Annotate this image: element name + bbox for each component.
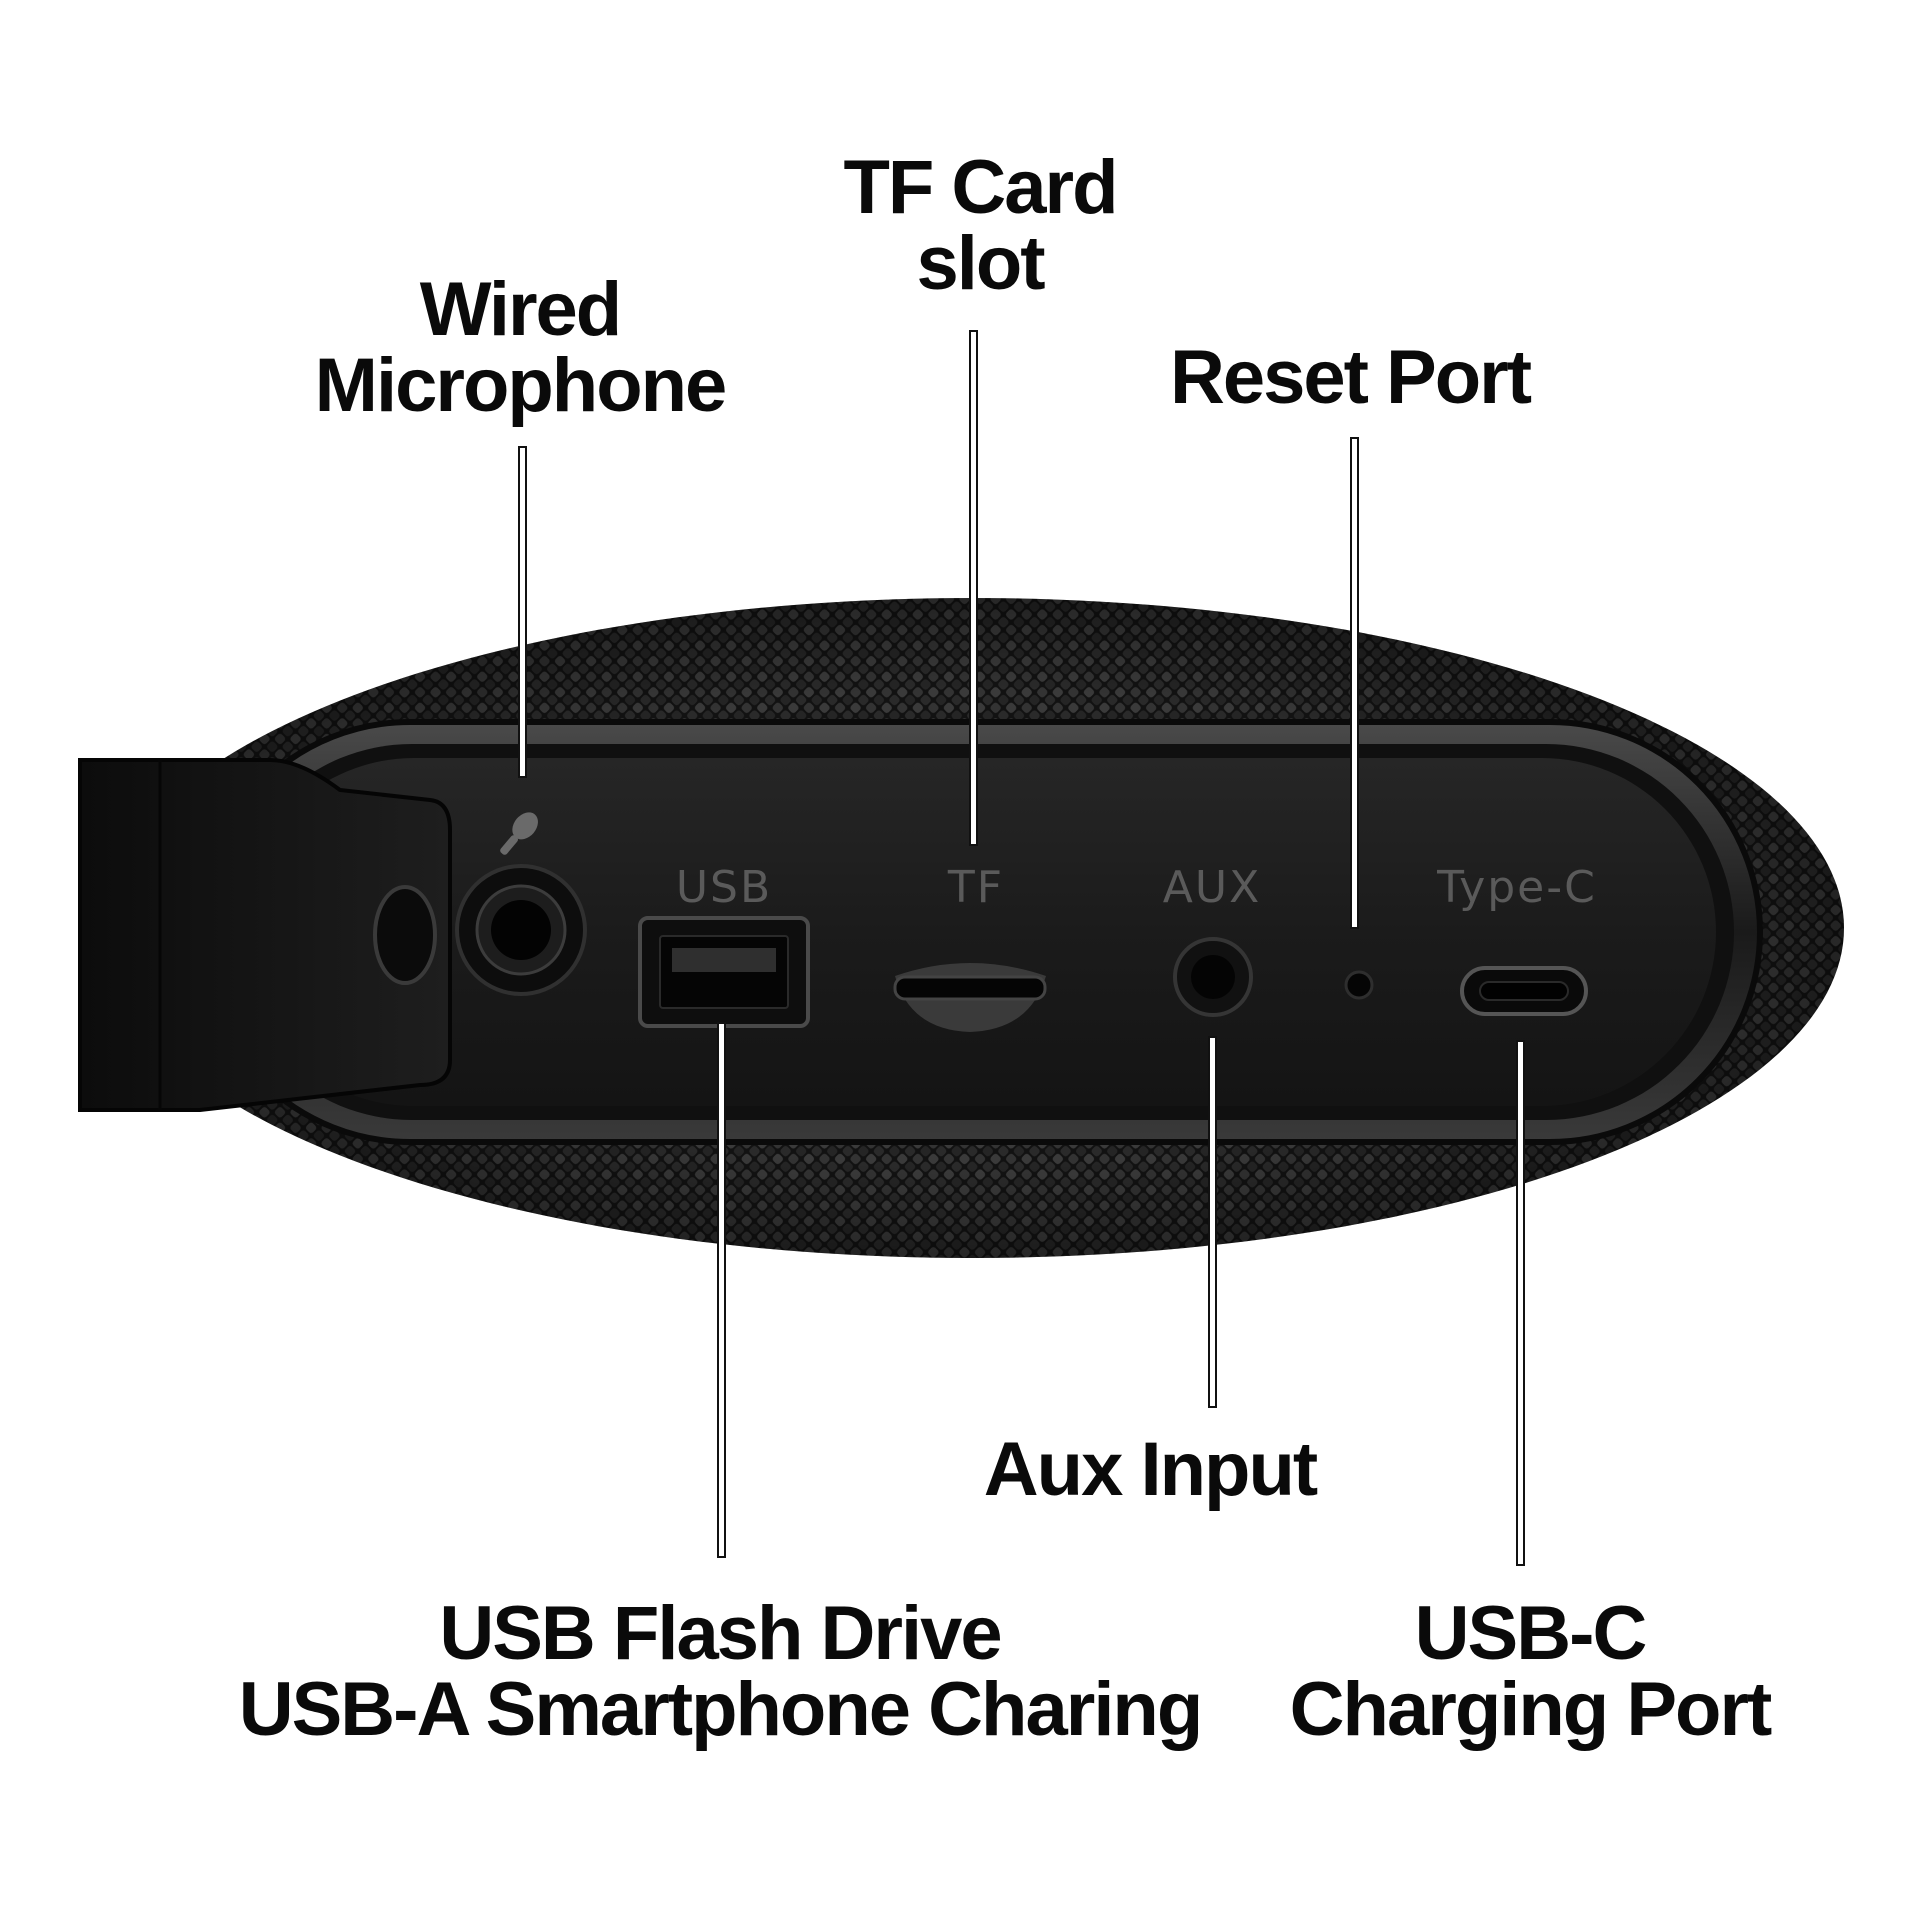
- port-label-aux: AUX: [1162, 862, 1262, 913]
- leader-line-tf: [969, 330, 978, 846]
- strap-hinge: [373, 885, 437, 985]
- callout-aux-input: Aux Input: [983, 1427, 1318, 1512]
- callout-usb-flash-drive: USB Flash Drive USB-A Smartphone Charing: [238, 1591, 1204, 1752]
- port-label-tf: TF: [947, 862, 1005, 913]
- aux-jack[interactable]: [1173, 937, 1253, 1017]
- leader-line-reset: [1350, 437, 1359, 929]
- tf-card-slot[interactable]: [893, 963, 1047, 1032]
- callout-reset-port: Reset Port: [1169, 335, 1532, 420]
- usb-c-port[interactable]: [1460, 966, 1588, 1016]
- leader-line-usb: [717, 1022, 726, 1558]
- microphone-jack[interactable]: [455, 864, 587, 996]
- port-label-type-c: Type-C: [1437, 862, 1597, 913]
- callout-usb-c-charging-port: USB-C Charging Port: [1289, 1591, 1773, 1752]
- leader-line-usb-c: [1516, 1040, 1525, 1566]
- usb-a-port[interactable]: [638, 916, 810, 1028]
- leader-line-aux: [1208, 1036, 1217, 1408]
- leader-line-microphone: [518, 446, 527, 778]
- carry-strap: [78, 758, 452, 1112]
- port-panel: [240, 758, 1716, 1106]
- callout-wired-microphone: Wired Microphone: [314, 267, 728, 428]
- port-label-usb: USB: [675, 862, 773, 913]
- reset-button-hole[interactable]: [1344, 970, 1374, 1000]
- microphone-icon: [500, 812, 538, 855]
- callout-tf-card-slot: TF Card slot: [843, 145, 1118, 306]
